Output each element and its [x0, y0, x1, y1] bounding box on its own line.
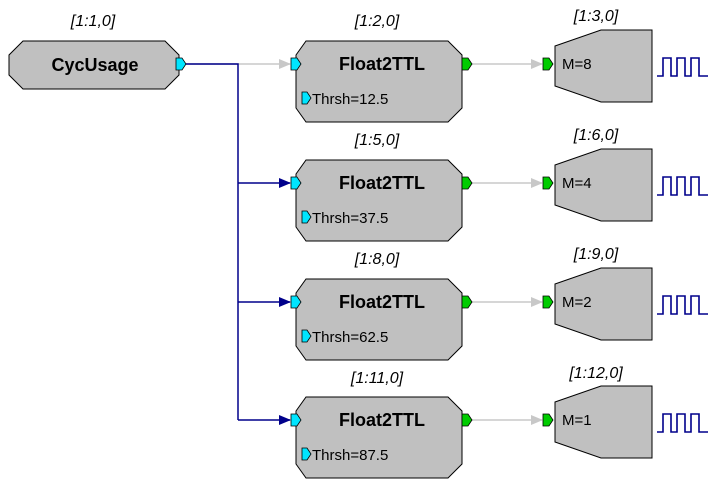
block-body	[554, 148, 653, 222]
block-id-label: [1:3,0]	[573, 8, 619, 25]
float-output-port[interactable]	[175, 57, 187, 71]
block-name: Float2TTL	[339, 54, 425, 74]
multiplier-param: M=1	[562, 412, 592, 429]
bool-input-port[interactable]	[542, 176, 554, 190]
block-body	[8, 40, 180, 90]
float-input-port[interactable]	[290, 413, 302, 427]
float2ttl-block-1[interactable]: [1:2,0] Float2TTL Thrsh=12.5	[290, 13, 473, 123]
multiplier-param: M=4	[562, 175, 592, 192]
pulse-out-block-3[interactable]: [1:9,0] M=2	[542, 246, 708, 341]
block-id-label: [1:6,0]	[573, 127, 619, 144]
float-input-port[interactable]	[290, 57, 302, 71]
block-id-label: [1:11,0]	[350, 370, 404, 387]
block-id-label: [1:8,0]	[354, 251, 400, 268]
wires	[185, 59, 543, 425]
threshold-param: Thrsh=62.5	[312, 329, 388, 346]
block-body	[554, 385, 653, 459]
float2ttl-block-3[interactable]: [1:8,0] Float2TTL Thrsh=62.5	[290, 251, 473, 361]
threshold-param: Thrsh=12.5	[312, 91, 388, 108]
block-body	[295, 40, 463, 123]
bool-output-port[interactable]	[461, 413, 473, 427]
block-body	[295, 278, 463, 361]
block-id-label: [1:12,0]	[568, 365, 623, 382]
pulse-train-icon	[657, 413, 708, 433]
bool-input-port[interactable]	[542, 57, 554, 71]
threshold-input-port[interactable]	[301, 447, 312, 461]
float-input-port[interactable]	[290, 295, 302, 309]
pulse-train-icon	[657, 57, 708, 77]
pulse-out-block-4[interactable]: [1:12,0] M=1	[542, 365, 708, 459]
block-id-label: [1:2,0]	[354, 13, 400, 30]
block-id-label: [1:1,0]	[70, 13, 116, 30]
pulse-out-block-1[interactable]: [1:3,0] M=8	[542, 8, 708, 103]
block-name: CycUsage	[51, 55, 138, 75]
float-input-port[interactable]	[290, 176, 302, 190]
threshold-input-port[interactable]	[301, 329, 312, 343]
threshold-param: Thrsh=87.5	[312, 447, 388, 464]
threshold-param: Thrsh=37.5	[312, 210, 388, 227]
bool-input-port[interactable]	[542, 413, 554, 427]
pulse-out-block-2[interactable]: [1:6,0] M=4	[542, 127, 708, 222]
bool-output-port[interactable]	[461, 176, 473, 190]
pulse-train-icon	[657, 176, 708, 196]
block-id-label: [1:5,0]	[354, 132, 400, 149]
block-body	[554, 29, 653, 103]
block-name: Float2TTL	[339, 410, 425, 430]
bool-output-port[interactable]	[461, 295, 473, 309]
bool-output-port[interactable]	[461, 57, 473, 71]
block-body	[295, 159, 463, 242]
threshold-input-port[interactable]	[301, 91, 312, 105]
float2ttl-block-4[interactable]: [1:11,0] Float2TTL Thrsh=87.5	[290, 370, 473, 479]
cycusage-block[interactable]: [1:1,0] CycUsage	[8, 13, 187, 90]
pulse-train-icon	[657, 295, 708, 315]
multiplier-param: M=2	[562, 294, 592, 311]
block-id-label: [1:9,0]	[573, 246, 619, 263]
bool-input-port[interactable]	[542, 295, 554, 309]
float2ttl-block-2[interactable]: [1:5,0] Float2TTL Thrsh=37.5	[290, 132, 473, 242]
block-name: Float2TTL	[339, 292, 425, 312]
block-name: Float2TTL	[339, 173, 425, 193]
threshold-input-port[interactable]	[301, 210, 312, 224]
multiplier-param: M=8	[562, 56, 592, 73]
block-body	[554, 267, 653, 341]
wire-source-trunk[interactable]	[185, 63, 239, 420]
block-body	[295, 396, 463, 479]
